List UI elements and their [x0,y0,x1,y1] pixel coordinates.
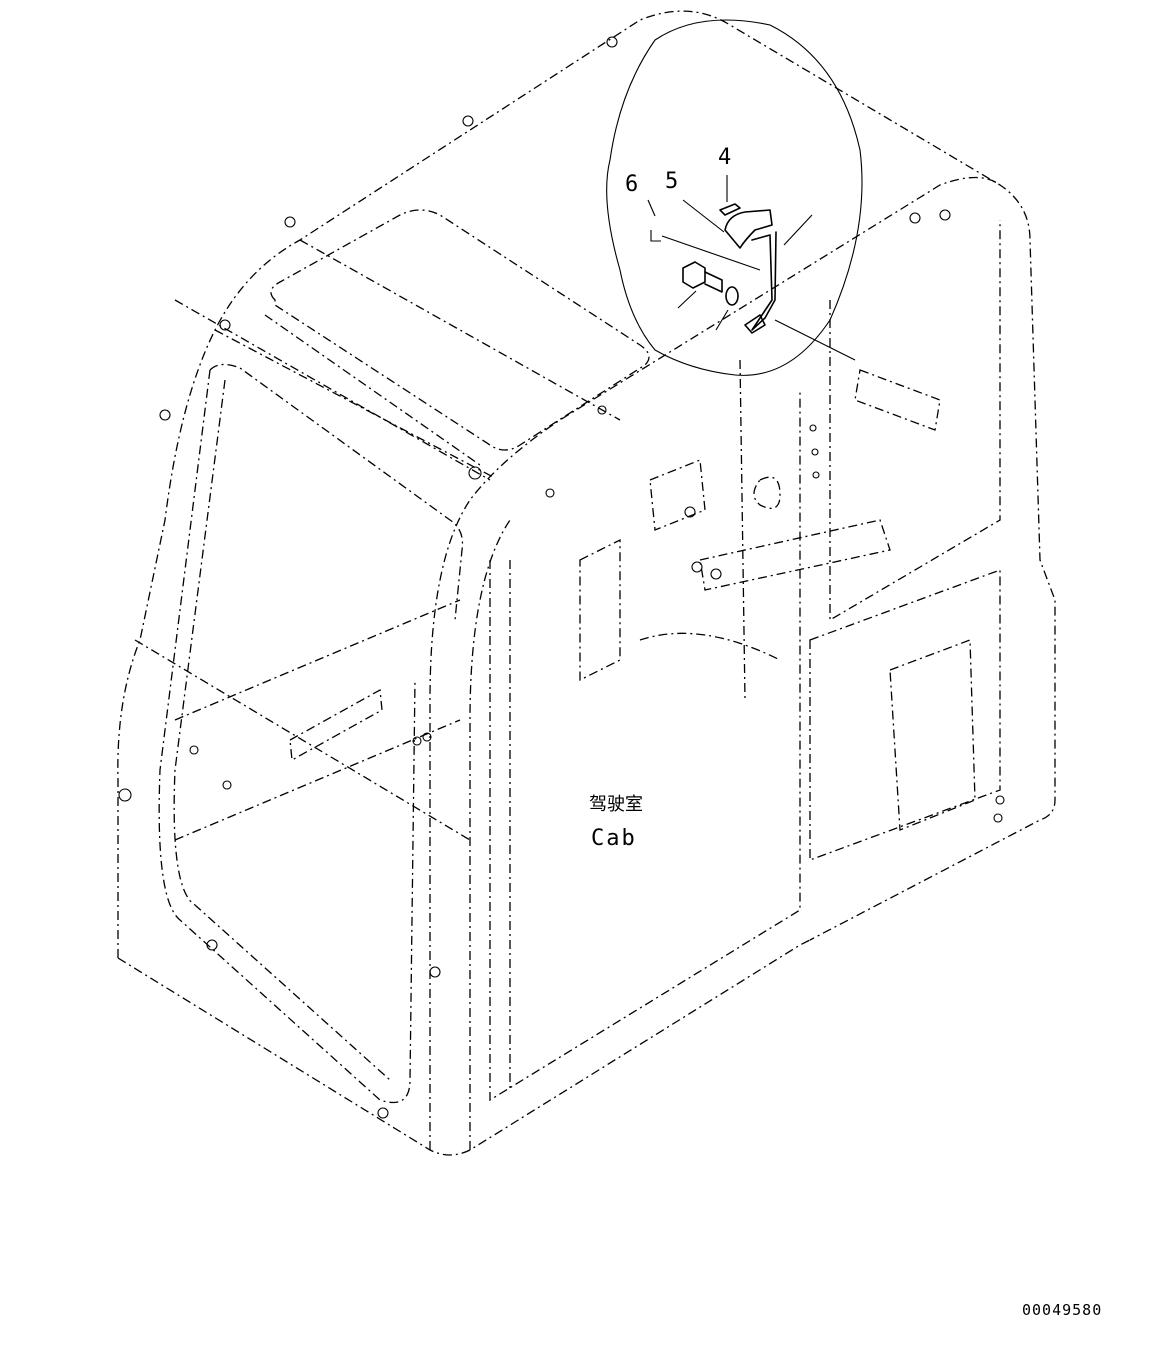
part-4-clip [719,175,741,216]
roof-window [264,209,650,466]
cab-label-english: Cab [591,826,637,851]
cab-outer-frame [117,10,1056,1156]
callout-6: 6 [625,172,638,197]
bolt [677,261,723,309]
part-6-leader [647,199,856,361]
interior-brackets [174,369,1001,861]
callout-4: 4 [718,145,731,170]
cab-label-chinese: 驾驶室 [589,794,643,815]
part-5-bracket [682,199,777,334]
left-side-window [158,363,464,1104]
front-opening [489,220,1001,1102]
detail-bubble [606,19,863,376]
callout-5: 5 [665,169,678,194]
mounting-holes [118,36,1005,1119]
drawing-number: 00049580 [1022,1301,1102,1319]
washer [715,286,739,331]
frame-leader [783,214,813,246]
